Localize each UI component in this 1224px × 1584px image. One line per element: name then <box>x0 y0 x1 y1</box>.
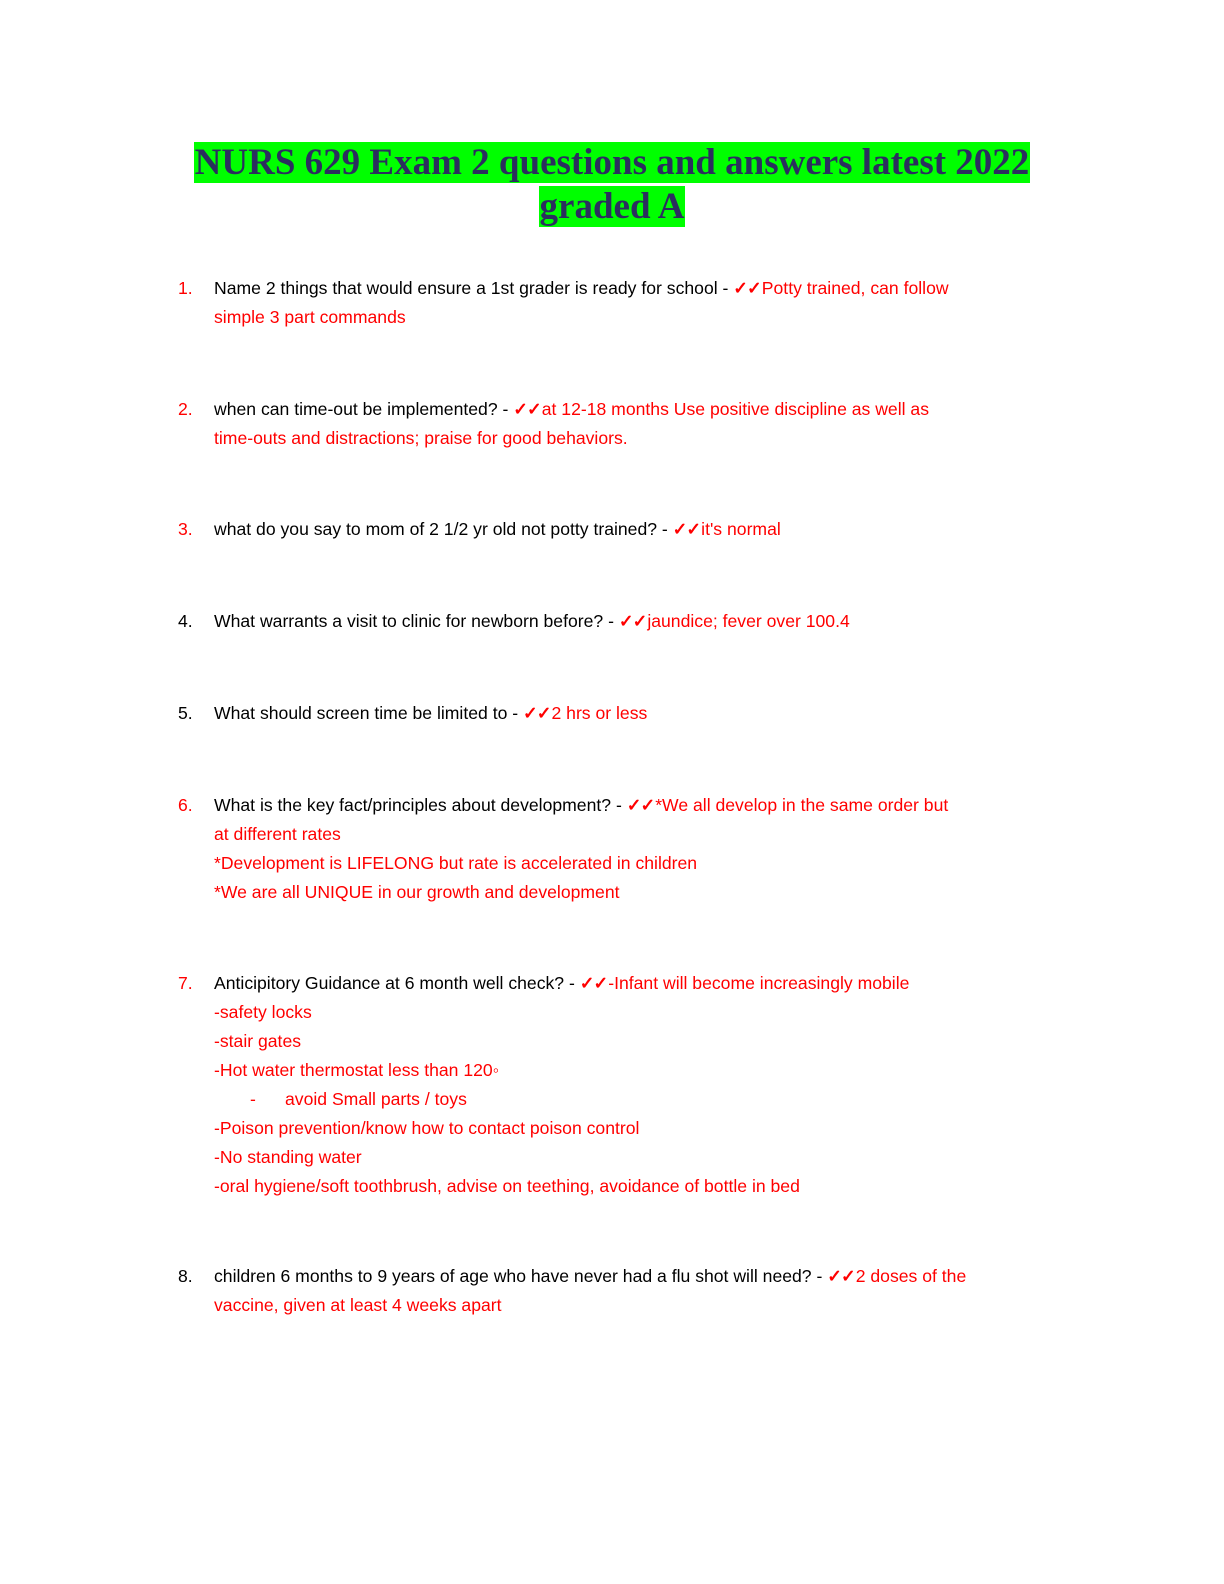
double-check-icon: ✓✓ <box>733 278 762 298</box>
question-text: Name 2 things that would ensure a 1st gr… <box>214 278 734 298</box>
double-check-icon: ✓✓ <box>579 973 609 993</box>
answer-line: *We are all UNIQUE in our growth and dev… <box>214 882 620 902</box>
double-check-icon: ✓✓ <box>513 399 542 419</box>
answer-text: it's normal <box>701 519 781 539</box>
question-item-3: 3. what do you say to mom of 2 1/2 yr ol… <box>178 515 1078 544</box>
item-number: 1. <box>178 278 193 298</box>
question-text: when can time-out be implemented? - <box>214 399 514 419</box>
item-number: 5. <box>178 703 193 723</box>
document-title-line-2: graded A <box>0 185 1224 229</box>
document-title-line-1: NURS 629 Exam 2 questions and answers la… <box>0 141 1224 185</box>
answer-line: -Hot water thermostat less than 120◦ <box>214 1060 499 1080</box>
question-item-6: 6. What is the key fact/principles about… <box>178 791 1078 907</box>
double-check-icon: ✓✓ <box>618 611 648 631</box>
answer-line: -Poison prevention/know how to contact p… <box>214 1118 640 1138</box>
dash-bullet: - <box>250 1089 256 1109</box>
question-text: What warrants a visit to clinic for newb… <box>214 611 619 631</box>
answer-line: -safety locks <box>214 1002 312 1022</box>
question-item-2: 2. when can time-out be implemented? - ✓… <box>178 395 1078 453</box>
answer-text: jaundice; fever over 100.4 <box>647 611 850 631</box>
question-text: What should screen time be limited to - <box>214 703 523 723</box>
question-text: children 6 months to 9 years of age who … <box>214 1266 828 1286</box>
item-number: 4. <box>178 611 193 631</box>
question-text: What is the key fact/principles about de… <box>214 795 627 815</box>
item-number: 3. <box>178 519 193 539</box>
double-check-icon: ✓✓ <box>672 519 702 539</box>
question-item-7: 7. Anticipitory Guidance at 6 month well… <box>178 969 1078 1201</box>
sub-bullet-text: avoid Small parts / toys <box>285 1089 467 1109</box>
item-number: 2. <box>178 399 193 419</box>
double-check-icon: ✓✓ <box>827 1266 856 1286</box>
double-check-icon: ✓✓ <box>523 703 552 723</box>
answer-line: time-outs and distractions; praise for g… <box>214 428 628 448</box>
answer-text: *We all develop in the same order but <box>655 795 949 815</box>
title-text: NURS 629 Exam 2 questions and answers la… <box>193 142 1031 183</box>
answer-line: vaccine, given at least 4 weeks apart <box>214 1295 502 1315</box>
question-text: Anticipitory Guidance at 6 month well ch… <box>214 973 580 993</box>
answer-text: -Infant will become increasingly mobile <box>608 973 910 993</box>
item-number: 8. <box>178 1266 193 1286</box>
answer-line: -oral hygiene/soft toothbrush, advise on… <box>214 1176 800 1196</box>
answer-text: at 12-18 months Use positive discipline … <box>541 399 929 419</box>
question-item-4: 4. What warrants a visit to clinic for n… <box>178 607 1078 636</box>
question-item-8: 8. children 6 months to 9 years of age w… <box>178 1262 1078 1320</box>
answer-line: simple 3 part commands <box>214 307 406 327</box>
answer-sub-bullet: - avoid Small parts / toys <box>214 1085 1114 1114</box>
item-number: 7. <box>178 973 193 993</box>
answer-text: Potty trained, can follow <box>761 278 949 298</box>
answer-line: -No standing water <box>214 1147 362 1167</box>
question-item-1: 1. Name 2 things that would ensure a 1st… <box>178 274 1078 332</box>
item-number: 6. <box>178 795 193 815</box>
title-text: graded A <box>538 186 686 227</box>
question-text: what do you say to mom of 2 1/2 yr old n… <box>214 519 673 539</box>
answer-text: 2 hrs or less <box>551 703 648 723</box>
question-item-5: 5. What should screen time be limited to… <box>178 699 1078 728</box>
answer-line: at different rates <box>214 824 341 844</box>
double-check-icon: ✓✓ <box>626 795 656 815</box>
answer-line: *Development is LIFELONG but rate is acc… <box>214 853 698 873</box>
answer-line: -stair gates <box>214 1031 302 1051</box>
answer-text: 2 doses of the <box>855 1266 967 1286</box>
